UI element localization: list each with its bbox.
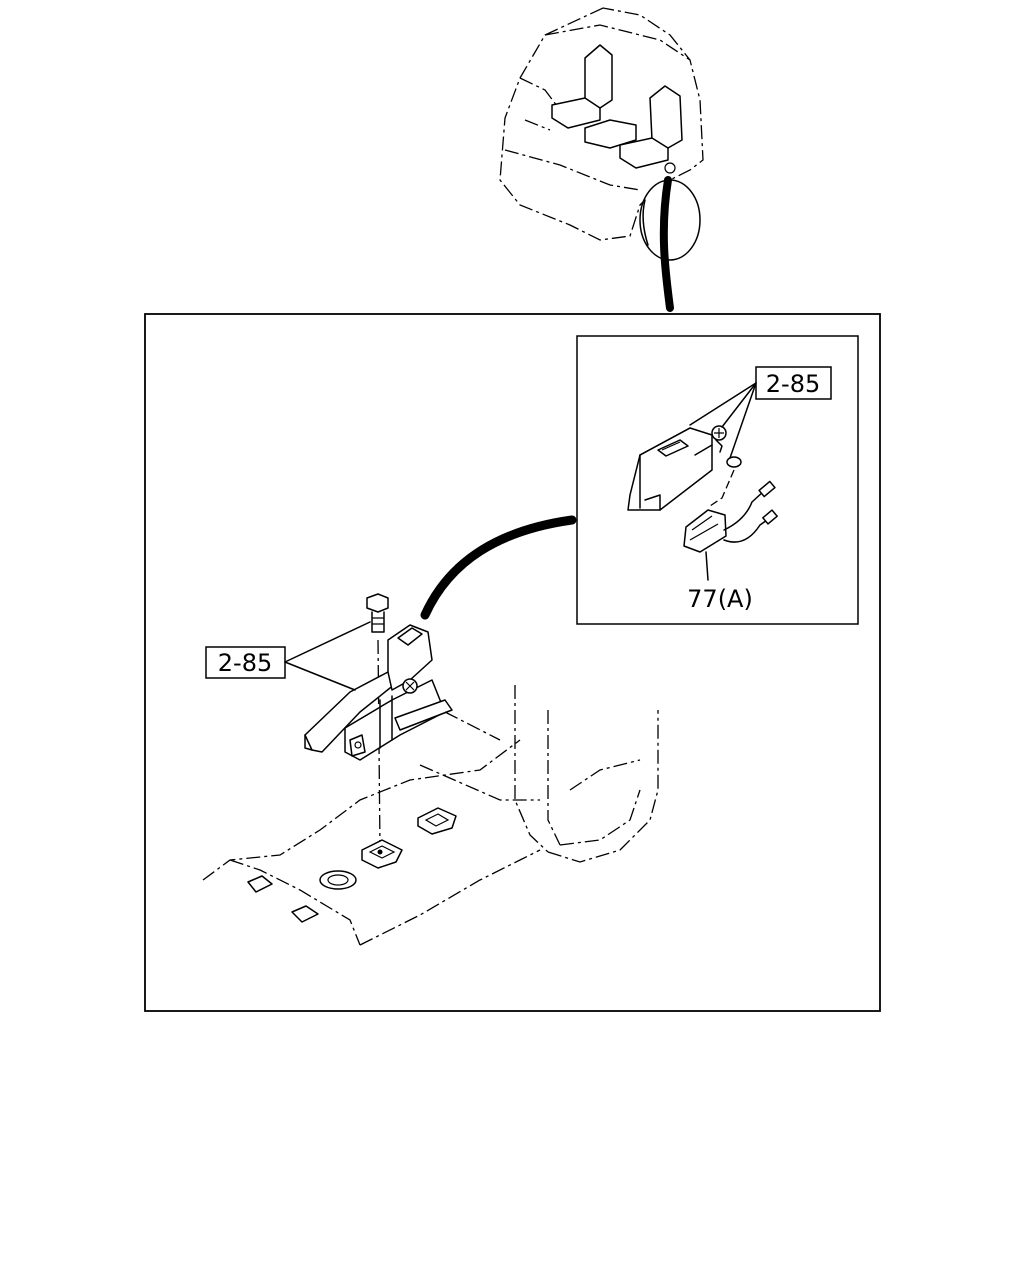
main-callout-label: 2-85 xyxy=(218,649,272,677)
bracket-assembly xyxy=(304,593,501,851)
detail-callout-label: 2-85 xyxy=(766,370,820,398)
seat-left xyxy=(551,44,613,129)
detail-callout: 2-85 xyxy=(689,366,832,459)
main-callout: 2-85 xyxy=(205,621,371,691)
inset-cover-assembly xyxy=(627,425,778,581)
floor-panel xyxy=(202,685,659,946)
switch-unit-icon xyxy=(683,480,778,553)
detail-connector xyxy=(420,515,577,620)
cab-overview xyxy=(499,7,704,312)
seat-right xyxy=(619,85,683,169)
washer-icon xyxy=(726,456,742,468)
screw-icon xyxy=(711,425,727,453)
main-frame xyxy=(144,313,881,1012)
bolt-icon xyxy=(366,593,389,633)
part-callout-label: 77(A) xyxy=(687,585,753,613)
seat-center xyxy=(584,119,637,149)
